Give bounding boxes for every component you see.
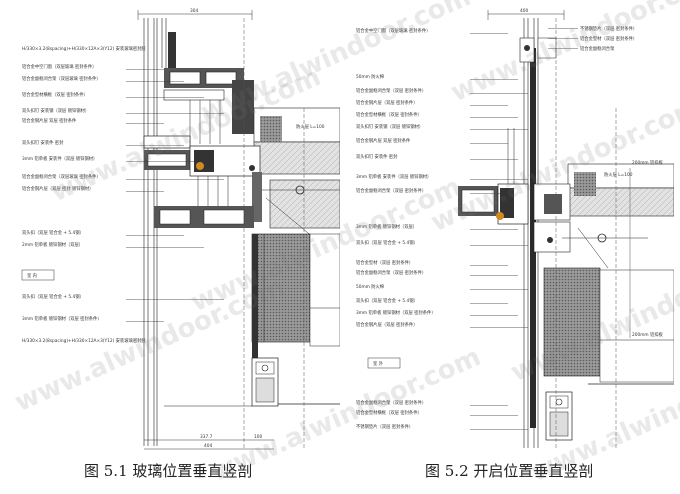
top-right-callout-label: 铝合金型材（双层 密封条件） bbox=[580, 35, 637, 42]
callout-label: 不锈钢垫片（双层 密封条件） bbox=[356, 423, 413, 430]
callout-label: 铝合金副框闭合架（双层 密封条件） bbox=[356, 187, 426, 194]
top-dimension: 304 bbox=[190, 8, 198, 14]
callout-label: 3mm 铝单板 镀锌钢材（双层 密封条件） bbox=[22, 315, 102, 322]
bottom-dimension-b: 100 bbox=[254, 434, 262, 440]
room-label: 室 外 bbox=[373, 360, 384, 367]
right-dimension-b: 200mm 铝扣板 bbox=[632, 331, 664, 338]
callout-label: 50mm 防火棉 bbox=[356, 283, 384, 290]
callout-label: 50mm 防火棉 bbox=[356, 73, 384, 80]
callout-label: 铝合金钢片层（双层 密封条件） bbox=[356, 321, 418, 328]
glass-section-drawing: 304 bbox=[21, 8, 340, 450]
callout-label: 铝合金中空门窗（双层玻璃 密封条件） bbox=[22, 63, 96, 70]
caption-opening-section: 图 5.2 开启位置垂直竖剖 bbox=[425, 462, 594, 480]
callout-group: 铝合金中空门窗（双层玻璃 密封条件） 铝合金副框闭合架（双层玻璃 密封条件） 铝合金… bbox=[22, 63, 224, 344]
callout-label: 铝合金副框闭合架（双层玻璃 密封条件） bbox=[22, 75, 101, 82]
fire-barrier-note: 防火层 L=100 bbox=[604, 171, 633, 178]
callout-label: 3mm 铝单板 安装件（双层 镀锌钢材） bbox=[356, 173, 431, 180]
top-dimension: 400 bbox=[520, 8, 528, 14]
caption-glass-section: 图 5.1 玻璃位置垂直竖剖 bbox=[84, 462, 253, 480]
callout-label: 铝合金型材横框（双层 密封条件） bbox=[356, 409, 422, 416]
callout-label: 铝合金钢片层（双层 密封 镀锌钢材） bbox=[22, 185, 93, 192]
fire-barrier-note: 防火层 L=100 bbox=[296, 123, 325, 130]
callout-label: 双头扣钉 安装件 密封 bbox=[22, 139, 64, 146]
callout-label: 铝合金副框闭合架（双层 密封条件） bbox=[356, 269, 426, 276]
figure-opening-section: 400 防火层 L=100 bbox=[348, 8, 674, 456]
callout-label: 双头扣钉 安装件 密封 bbox=[356, 153, 398, 160]
top-right-callout-label: 不锈钢垫片（双层 密封条件） bbox=[580, 25, 637, 32]
callout-label: 双头扣（双层 铝合金 + 5.4钢） bbox=[356, 239, 418, 246]
top-spec-label: H/330×3.2(8spacing)+H/330×12A×3(Y12) 安装玻… bbox=[22, 45, 146, 52]
right-dimension-a: 200mm 铝扣板 bbox=[632, 159, 664, 166]
opening-section-drawing: 400 防火层 L=100 bbox=[356, 8, 674, 448]
callout-label: 铝合金副框闭合架（双层 密封条件） bbox=[356, 87, 426, 94]
callout-label: 铝合金中空门窗（双层玻璃 密封条件） bbox=[356, 27, 430, 34]
callout-label: 铝合金副框闭合架（双层 密封条件） bbox=[356, 399, 426, 406]
callout-label: 双头扣钉 安装钢（双层 镀锌钢材） bbox=[22, 107, 89, 114]
figure-glass-section: 304 bbox=[14, 8, 340, 456]
callout-label: 双头扣钉 安装钢（双层 镀锌钢材） bbox=[356, 123, 423, 130]
bottom-dimension-a: 337.7 bbox=[200, 434, 213, 440]
callout-label: 3mm 铝单板 镀锌钢材（双层） bbox=[356, 223, 417, 230]
callout-label: 铝合金钢片层（双层 密封条件） bbox=[356, 99, 418, 106]
callout-label: 铝合金型材（双层 密封条件） bbox=[356, 259, 413, 266]
callout-label: 铝合金型材横框（双层 密封条件） bbox=[22, 91, 88, 98]
callout-label: 双头扣（双层 铝合金 + 5.4钢） bbox=[356, 297, 418, 304]
callout-label: 双头扣（双层 铝合金 + 5.4钢） bbox=[22, 229, 84, 236]
top-right-callout-group: 不锈钢垫片（双层 密封条件） 铝合金型材（双层 密封条件） 铝合金副框闭合架 bbox=[548, 25, 637, 52]
callout-label: 铝合金钢片层 双层 密封条件 bbox=[356, 137, 411, 144]
callout-label: 铝合金钢片层 双层 密封条件 bbox=[22, 117, 77, 124]
room-label: 室 内 bbox=[27, 272, 37, 279]
callout-label: 2mm 铝单板 镀锌钢材（双层） bbox=[22, 241, 83, 248]
callout-label: 铝合金型材横框（双层 密封条件） bbox=[356, 111, 422, 118]
callout-label: 双头扣（双层 铝合金 + 5.4钢） bbox=[22, 293, 84, 300]
bottom-spec-label: H/330×3.2(8spacing)+H/330×12A×3(Y12) 安装玻… bbox=[22, 337, 146, 344]
bottom-dimension-total: 404 bbox=[204, 443, 212, 449]
top-right-callout-label: 铝合金副框闭合架 bbox=[580, 45, 615, 52]
callout-label: 铝合金副框闭合架（双层玻璃 密封条件） bbox=[22, 173, 101, 180]
callout-label: 3mm 铝单板 镀锌钢材（双层 密封条件） bbox=[356, 309, 436, 316]
callout-label: 3mm 铝单板 安装件（双层 镀锌钢材） bbox=[22, 155, 97, 162]
